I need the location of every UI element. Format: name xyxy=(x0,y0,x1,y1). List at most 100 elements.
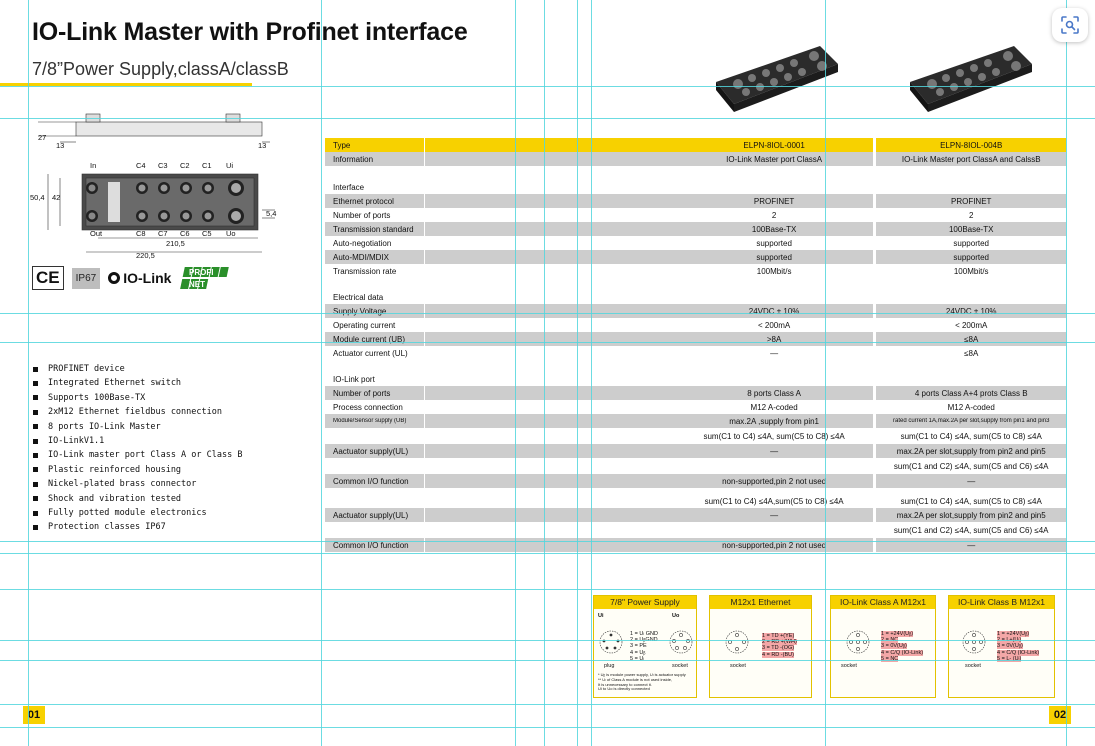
spec-value-004b-cell: max.2A per slot,supply from pin2 and pin… xyxy=(896,446,1046,456)
dim-label: 50,4 xyxy=(30,193,45,202)
spec-value-004b-cell: sum(C1 to C4) ≤4A, sum(C5 to C8) ≤4A xyxy=(900,496,1042,506)
bullet-icon xyxy=(33,510,38,516)
port-label: C7 xyxy=(158,229,168,238)
profinet-logo: PROFI NET xyxy=(180,267,230,289)
cell-separator xyxy=(873,414,877,428)
cell-separator xyxy=(423,474,425,488)
spec-value-0001-cell: max.2A ,supply from pin1 xyxy=(729,416,820,426)
connector-label-uo: Uo xyxy=(672,613,680,619)
cell-separator xyxy=(873,180,876,194)
guide-line xyxy=(0,118,1095,119)
table-row: Aactuator supply(UL)—max.2A per slot,sup… xyxy=(325,444,1066,458)
spec-label-cell: Number of ports xyxy=(333,210,391,220)
list-item: 2xM12 Ethernet fieldbus connection xyxy=(33,405,242,419)
visual-search-button[interactable] xyxy=(1052,8,1088,42)
cell-separator xyxy=(424,180,425,194)
spec-label-cell: Common I/O function xyxy=(333,540,409,550)
ce-mark: CE xyxy=(32,266,64,290)
guide-line xyxy=(1066,0,1067,746)
dimension-drawing: 27 13 13 50,4 42 5,4 210,5 220,5 In C4 C… xyxy=(30,113,276,260)
spec-value-004b-cell: supported xyxy=(953,238,989,248)
bullet-icon xyxy=(33,381,38,387)
spec-label-cell: IO-Link port xyxy=(333,374,375,384)
port-label: C3 xyxy=(158,161,168,170)
table-row xyxy=(325,360,1066,372)
list-item: Protection classes IP67 xyxy=(33,520,242,534)
spec-value-0001-cell: — xyxy=(770,446,779,456)
list-item: IO-LinkV1.1 xyxy=(33,434,242,448)
pin-assignment-list: 1 = +24V(Uᵦ) 2 = NC 3 = 0V(Uᵦ) 4 = C/Q (… xyxy=(881,631,924,662)
cell-separator xyxy=(873,332,877,346)
spec-value-004b-cell: 4 ports Class A+4 prots Class B xyxy=(914,388,1028,398)
guide-line xyxy=(0,86,1095,87)
spec-label-cell: Number of ports xyxy=(333,388,391,398)
port-label: C5 xyxy=(202,229,212,238)
spec-value-0001-cell: 8 ports Class A xyxy=(747,388,802,398)
iolink-ring-icon xyxy=(108,272,121,284)
guide-line xyxy=(825,0,826,746)
spec-value-0001-cell: supported xyxy=(756,238,792,248)
spec-value-004b-cell: 2 xyxy=(968,210,974,220)
bullet-icon xyxy=(33,409,38,415)
pinbox-iolink-class-b: IO-Link Class B M12x1 1 = +24V(Uᵦ) 2 = L… xyxy=(948,595,1055,698)
table-row: IO-Link port xyxy=(325,372,1066,386)
cell-separator xyxy=(423,538,425,552)
cell-separator xyxy=(423,152,425,166)
spec-value-0001-cell: — xyxy=(770,348,779,358)
guide-line xyxy=(0,727,1095,728)
pinbox-title: IO-Link Class B M12x1 xyxy=(949,596,1054,609)
spec-label-cell: Auto-MDI/MDIX xyxy=(333,252,390,262)
cell-separator xyxy=(873,166,876,180)
spec-value-004b-cell: ELPN-8IOL-004B xyxy=(940,140,1003,150)
spec-value-004b-cell: ≤8A xyxy=(964,348,979,358)
table-row: Operating current< 200mA< 200mA xyxy=(325,318,1066,332)
port-label: Out xyxy=(90,229,103,238)
spec-value-004b-cell: rated current 1A,max.2A per slot,supply … xyxy=(893,418,1050,424)
spec-value-0001-cell: — xyxy=(770,510,779,520)
spec-value-0001-cell: sum(C1 to C4) ≤4A, sum(C5 to C8) ≤4A xyxy=(703,431,845,441)
product-image-004b xyxy=(910,46,1032,112)
dim-label: 13 xyxy=(56,141,64,150)
cell-separator xyxy=(873,278,876,290)
cell-separator xyxy=(423,250,425,264)
socket-pin-icon xyxy=(846,630,870,654)
spec-value-0001-cell: < 200mA xyxy=(757,320,791,330)
guide-line xyxy=(0,704,1095,705)
page-subtitle: 7/8”Power Supply,classA/classB xyxy=(32,59,289,79)
spec-value-004b-cell: supported xyxy=(953,252,989,262)
spec-value-004b-cell: sum(C1 and C2) ≤4A, sum(C5 and C6) ≤4A xyxy=(893,525,1049,535)
guide-line xyxy=(577,0,578,746)
spec-label-cell: Supply Voltage xyxy=(333,306,387,316)
guide-line xyxy=(28,0,29,746)
spec-label-cell: Aactuator supply(UL) xyxy=(333,510,409,520)
table-row xyxy=(325,166,1066,180)
spec-value-004b-cell: 100Mbit/s xyxy=(953,266,989,276)
pinbox-title: 7/8" Power Supply xyxy=(594,596,696,609)
port-label: Ui xyxy=(226,161,233,170)
table-row: sum(C1 and C2) ≤4A, sum(C5 and C6) ≤4A xyxy=(325,458,1066,474)
port-label: Uo xyxy=(226,229,236,238)
cell-separator xyxy=(423,194,425,208)
spec-label-cell: Common I/O function xyxy=(333,476,409,486)
dim-label: 13 xyxy=(258,141,266,150)
cell-separator xyxy=(424,458,425,474)
guide-line xyxy=(0,541,1095,542)
bullet-icon xyxy=(33,438,38,444)
page-title: IO-Link Master with Profinet interface xyxy=(32,18,468,46)
cell-separator xyxy=(423,414,425,428)
spec-value-0001-cell: ELPN-8IOL-0001 xyxy=(743,140,805,150)
cell-separator xyxy=(424,522,425,538)
dim-label: 27 xyxy=(38,133,46,142)
spec-value-0001-cell: M12 A-coded xyxy=(750,402,798,412)
list-item: Supports 100Base-TX xyxy=(33,391,242,405)
port-label: C4 xyxy=(136,161,146,170)
bullet-icon xyxy=(33,467,38,473)
cell-separator xyxy=(423,386,425,400)
table-row: Actuator current (UL)—≤8A xyxy=(325,346,1066,360)
